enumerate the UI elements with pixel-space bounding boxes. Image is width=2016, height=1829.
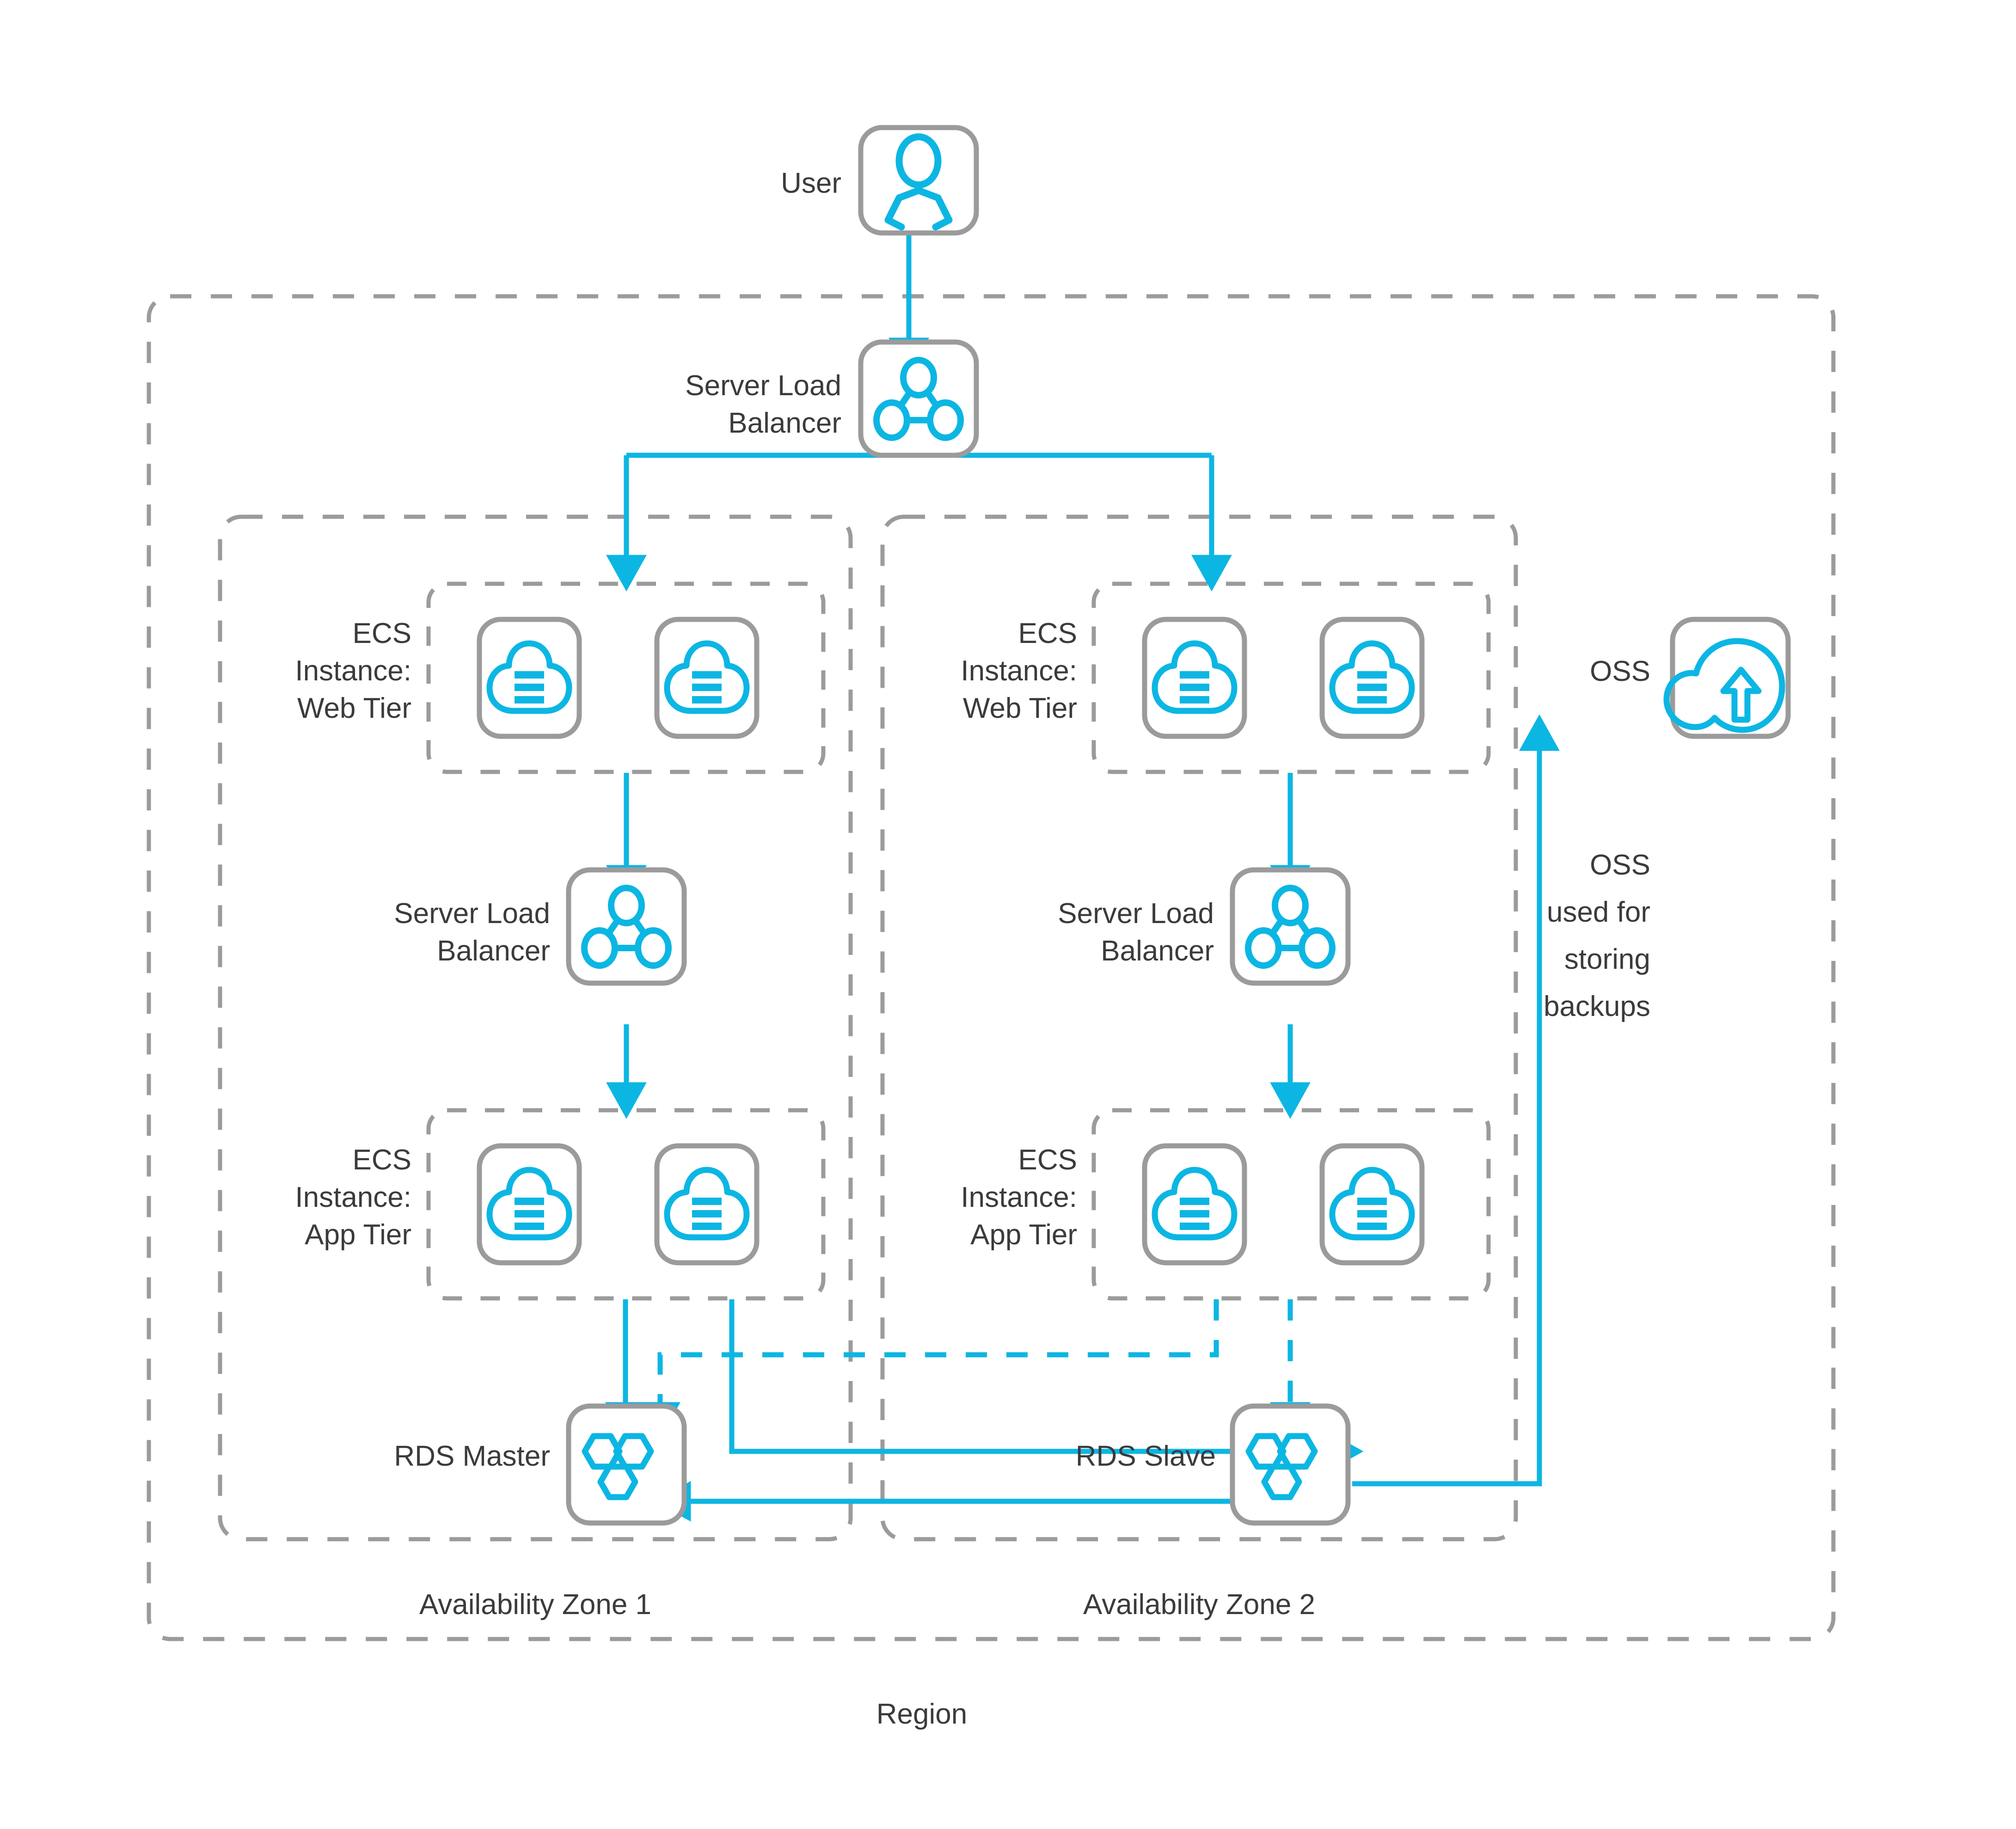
edge-app1-to-rdsslave (729, 1299, 1364, 1472)
ecs-web-az2-label-line3: Web Tier (963, 692, 1077, 724)
oss-label: OSS (1590, 655, 1650, 687)
node-ecs-app-az1-a[interactable] (477, 1143, 582, 1266)
rds-hexagons-icon (1245, 1433, 1318, 1500)
oss-note-line2: used for (1546, 896, 1650, 928)
ecs-app-az2-label-line3: App Tier (970, 1219, 1077, 1251)
ecs-app-az1-label-line2: Instance: (295, 1181, 411, 1213)
node-slb-az1[interactable] (566, 867, 687, 986)
node-ecs-web-az1-b[interactable] (654, 617, 760, 739)
rds-hexagons-icon (582, 1433, 654, 1500)
slb-top-label-line2: Balancer (728, 407, 841, 439)
node-ecs-app-az1-b[interactable] (654, 1143, 760, 1266)
oss-note-line4: backups (1544, 991, 1650, 1022)
slb-az2-label-line1: Server Load (1058, 898, 1214, 930)
ecs-app-tier-az1-group (426, 1108, 826, 1301)
node-rds-slave[interactable] (1230, 1403, 1351, 1526)
ecs-web-az2-label-line2: Instance: (961, 655, 1077, 687)
load-balancer-icon (1245, 885, 1336, 969)
ecs-cloud-icon (1329, 1167, 1415, 1241)
node-ecs-web-az2-b[interactable] (1319, 617, 1425, 739)
oss-note-line3: storing (1564, 943, 1650, 975)
edge-app2-to-rdsmaster (640, 1299, 1219, 1439)
ecs-cloud-icon (486, 640, 572, 714)
ecs-web-tier-az2-group (1091, 581, 1491, 774)
connectors (605, 230, 1560, 1522)
ecs-app-az2-label-line1: ECS (1018, 1144, 1077, 1176)
oss-cloud-arrow-icon (1663, 638, 1785, 733)
node-ecs-web-az1-a[interactable] (477, 617, 582, 739)
ecs-web-az2-label-line1: ECS (1018, 618, 1077, 649)
ecs-cloud-icon (1329, 640, 1415, 714)
az2-container (880, 514, 1518, 1541)
ecs-cloud-icon (486, 1167, 572, 1241)
node-user[interactable] (858, 125, 979, 236)
ecs-cloud-icon (664, 1167, 750, 1241)
rds-master-label: RDS Master (394, 1440, 550, 1472)
az1-label: Availability Zone 1 (419, 1589, 652, 1621)
ecs-cloud-icon (1152, 640, 1238, 714)
user-label: User (781, 167, 841, 199)
slb-az1-label-line2: Balancer (437, 935, 550, 967)
node-ecs-app-az2-a[interactable] (1142, 1143, 1247, 1266)
ecs-app-az2-label-line2: Instance: (961, 1181, 1077, 1213)
slb-az2-label-line2: Balancer (1101, 935, 1214, 967)
user-icon (884, 133, 953, 231)
ecs-app-az1-label-line1: ECS (352, 1144, 411, 1176)
ecs-cloud-icon (664, 640, 750, 714)
edge-rdsslave-to-oss (1352, 714, 1560, 1486)
az2-label: Availability Zone 2 (1083, 1589, 1316, 1621)
slb-az1-label-line1: Server Load (394, 898, 550, 930)
load-balancer-icon (873, 357, 964, 441)
ecs-web-az1-label-line3: Web Tier (297, 692, 411, 724)
node-slb-az2[interactable] (1230, 867, 1351, 986)
ecs-web-az1-label-line2: Instance: (295, 655, 411, 687)
region-container (147, 294, 1836, 1641)
node-slb-top[interactable] (858, 339, 979, 458)
ecs-app-az1-label-line3: App Tier (305, 1219, 411, 1251)
ecs-web-tier-az1-group (426, 581, 826, 774)
node-ecs-web-az2-a[interactable] (1142, 617, 1247, 739)
ecs-app-tier-az2-group (1091, 1108, 1491, 1301)
load-balancer-icon (581, 885, 672, 969)
node-rds-master[interactable] (566, 1403, 687, 1526)
ecs-cloud-icon (1152, 1167, 1238, 1241)
node-ecs-app-az2-b[interactable] (1319, 1143, 1425, 1266)
az1-container (218, 514, 853, 1541)
region-label: Region (876, 1698, 968, 1730)
oss-note-line1: OSS (1590, 849, 1650, 881)
rds-slave-label: RDS Slave (1075, 1440, 1216, 1472)
slb-top-label-line1: Server Load (685, 370, 841, 402)
ecs-web-az1-label-line1: ECS (352, 618, 411, 649)
node-oss[interactable] (1663, 617, 1791, 739)
